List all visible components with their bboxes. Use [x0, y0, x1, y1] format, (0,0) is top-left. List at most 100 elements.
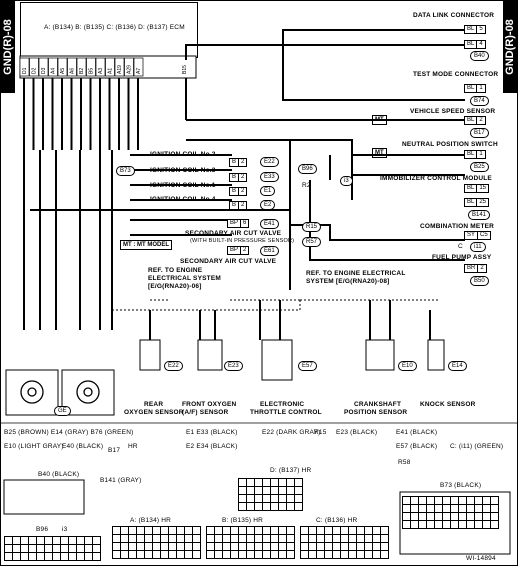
ecm-pin-5 [67, 57, 77, 77]
vehicle-speed-label: VEHICLE SPEED SENSOR [410, 108, 496, 115]
conn-e57: E57 [298, 361, 317, 371]
legend-e40: E40 (BLACK) [62, 443, 104, 450]
mt-model-key: MT : MT MODEL [120, 240, 173, 250]
conn-e10: E10 [398, 361, 417, 371]
ecm-box [20, 2, 198, 58]
front-o2-l1: FRONT OXYGEN [182, 401, 237, 408]
conn-b40: B40 [470, 51, 489, 61]
ecm-pin-label-10: A19 [117, 65, 123, 74]
legend-hr: HR [128, 443, 138, 450]
ref2-line2: SYSTEM [E/G(RNA20)-08] [306, 278, 390, 285]
conn-r2: R2 [302, 182, 311, 189]
ign2-label: IGNITION COIL No.2 [150, 151, 216, 158]
legend-e2: E2 E34 (BLACK) [186, 443, 238, 450]
ecm-pin-10 [114, 57, 125, 77]
ecm-pin-label-0: D1 [22, 67, 28, 74]
conn-e22-o2: E22 [164, 361, 183, 371]
ecm-pin-2 [38, 57, 49, 77]
etc-l1: ELECTRONIC [260, 401, 305, 408]
conn-b141: B141 [468, 210, 491, 220]
sec-air-label-2: SECONDARY AIR CUT VALVE [180, 258, 277, 265]
ecm-pin-6 [76, 57, 87, 77]
sec-air-sub: (WITH BUILT-IN PRESSURE SENSOR) [190, 238, 295, 244]
knock-label: KNOCK SENSOR [420, 401, 476, 408]
legend-b73: B73 (BLACK) [440, 482, 482, 489]
ecm-pin-7 [86, 57, 96, 77]
ref1-line3: [E/G(RNA20)-06] [148, 283, 202, 290]
ecm-pin-label-2: D3 [41, 67, 47, 74]
ecm-pin-4 [57, 57, 68, 77]
page-tab-left: GND(R)-08 [1, 1, 15, 93]
front-o2-l2: (A/F) SENSOR [182, 409, 229, 416]
conn-b74: B74 [470, 96, 489, 106]
legend-e1: E1 E33 (BLACK) [186, 429, 238, 436]
ecm-pin-label-5: A6 [70, 68, 76, 74]
grid-b73 [402, 496, 499, 529]
legend-colors: B25 (BROWN) E14 (GRAY) B76 (GREEN) [4, 429, 134, 436]
legend-e41: E41 (BLACK) [396, 429, 438, 436]
sec-air-label: SECONDARY AIR CUT VALVE [185, 230, 282, 237]
ign1-label: IGNITION COIL No.1 [150, 182, 216, 189]
legend-e22dark: E22 (DARK GRAY) [262, 429, 321, 436]
ecm-pin-label-12: A7 [136, 68, 142, 74]
conn-e23: E23 [224, 361, 243, 371]
legend-c-b136: C: (B136) HR [316, 517, 358, 524]
legend-e57: E57 (BLACK) [396, 443, 438, 450]
ecm-pin-label-1: D2 [32, 67, 38, 74]
rear-o2-l1: REAR [144, 401, 164, 408]
immobilizer-label: IMMOBILIZER CONTROL MODULE [380, 175, 492, 182]
ecm-pin-1 [29, 57, 39, 77]
etc-l2: THROTTLE CONTROL [250, 409, 322, 416]
conn-ge: GE [54, 406, 71, 416]
ecm-pin-label-11: A29 [127, 65, 133, 74]
figure-code: WI-14894 [466, 555, 496, 562]
conn-b73: B73 [116, 166, 135, 176]
page-tab-right: GND(R)-08 [503, 1, 517, 93]
legend-r58: R58 [398, 459, 411, 466]
conn-b96: B96 [298, 164, 317, 174]
combo-meter-label: COMBINATION METER [420, 223, 495, 230]
legend-e23: E23 (BLACK) [336, 429, 378, 436]
ign4-label: IGNITION COIL No.4 [150, 196, 216, 203]
mt-tag-1: MT [372, 115, 387, 125]
conn-b25: B25 [470, 162, 489, 172]
grid-d [238, 478, 303, 511]
conn-e33: E33 [260, 172, 279, 182]
mt-tag-2: MT [372, 148, 387, 158]
conn-e22-ign: E22 [260, 157, 279, 167]
ecm-pin-0 [19, 57, 30, 77]
ecm-legend: A: (B134) B: (B135) C: (B136) D: (B137) … [44, 24, 185, 31]
ref2-line1: REF. TO ENGINE ELECTRICAL [306, 270, 406, 277]
ecm-pin-label-6: B2 [79, 68, 85, 74]
legend-b40: B40 (BLACK) [38, 471, 80, 478]
c-label: C [458, 243, 463, 250]
conn-e61: E61 [260, 246, 279, 256]
legend-i3: i3 [62, 526, 68, 533]
conn-r50: B50 [470, 276, 489, 286]
legend-d-b137: D: (B137) HR [270, 467, 312, 474]
legend-b17: B17 [108, 447, 121, 454]
ecm-pin-8 [95, 57, 106, 77]
legend-a-b134: A: (B134) HR [130, 517, 172, 524]
legend-light-gray: E10 (LIGHT GRAY) [4, 443, 64, 450]
neutral-switch-label: NEUTRAL POSITION SWITCH [402, 141, 498, 148]
conn-i11: i11 [470, 242, 486, 252]
ref1-line2: ELECTRICAL SYSTEM [148, 275, 221, 282]
grid-b [206, 526, 295, 559]
legend-b96: B96 [36, 526, 49, 533]
ecm-pin-3 [48, 57, 58, 77]
conn-i3: i3 [340, 176, 353, 186]
grid-b96 [4, 536, 101, 561]
ecm-pin-right: B15 [182, 65, 188, 74]
crank-l2: POSITION SENSOR [344, 409, 408, 416]
